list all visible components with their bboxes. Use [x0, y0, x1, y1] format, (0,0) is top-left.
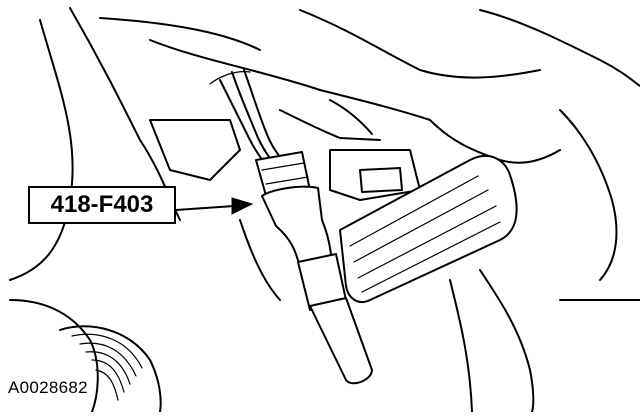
figure-id: A0028682 [8, 378, 88, 397]
ribbed-hose [59, 325, 162, 413]
tool-callout-label: 418-F403 [28, 186, 176, 224]
arrow-right-icon [231, 197, 254, 215]
engine-bay-outline [9, 7, 640, 413]
special-tool-body [261, 185, 373, 385]
callout-leader [175, 197, 254, 215]
ribbed-cover [339, 155, 518, 304]
